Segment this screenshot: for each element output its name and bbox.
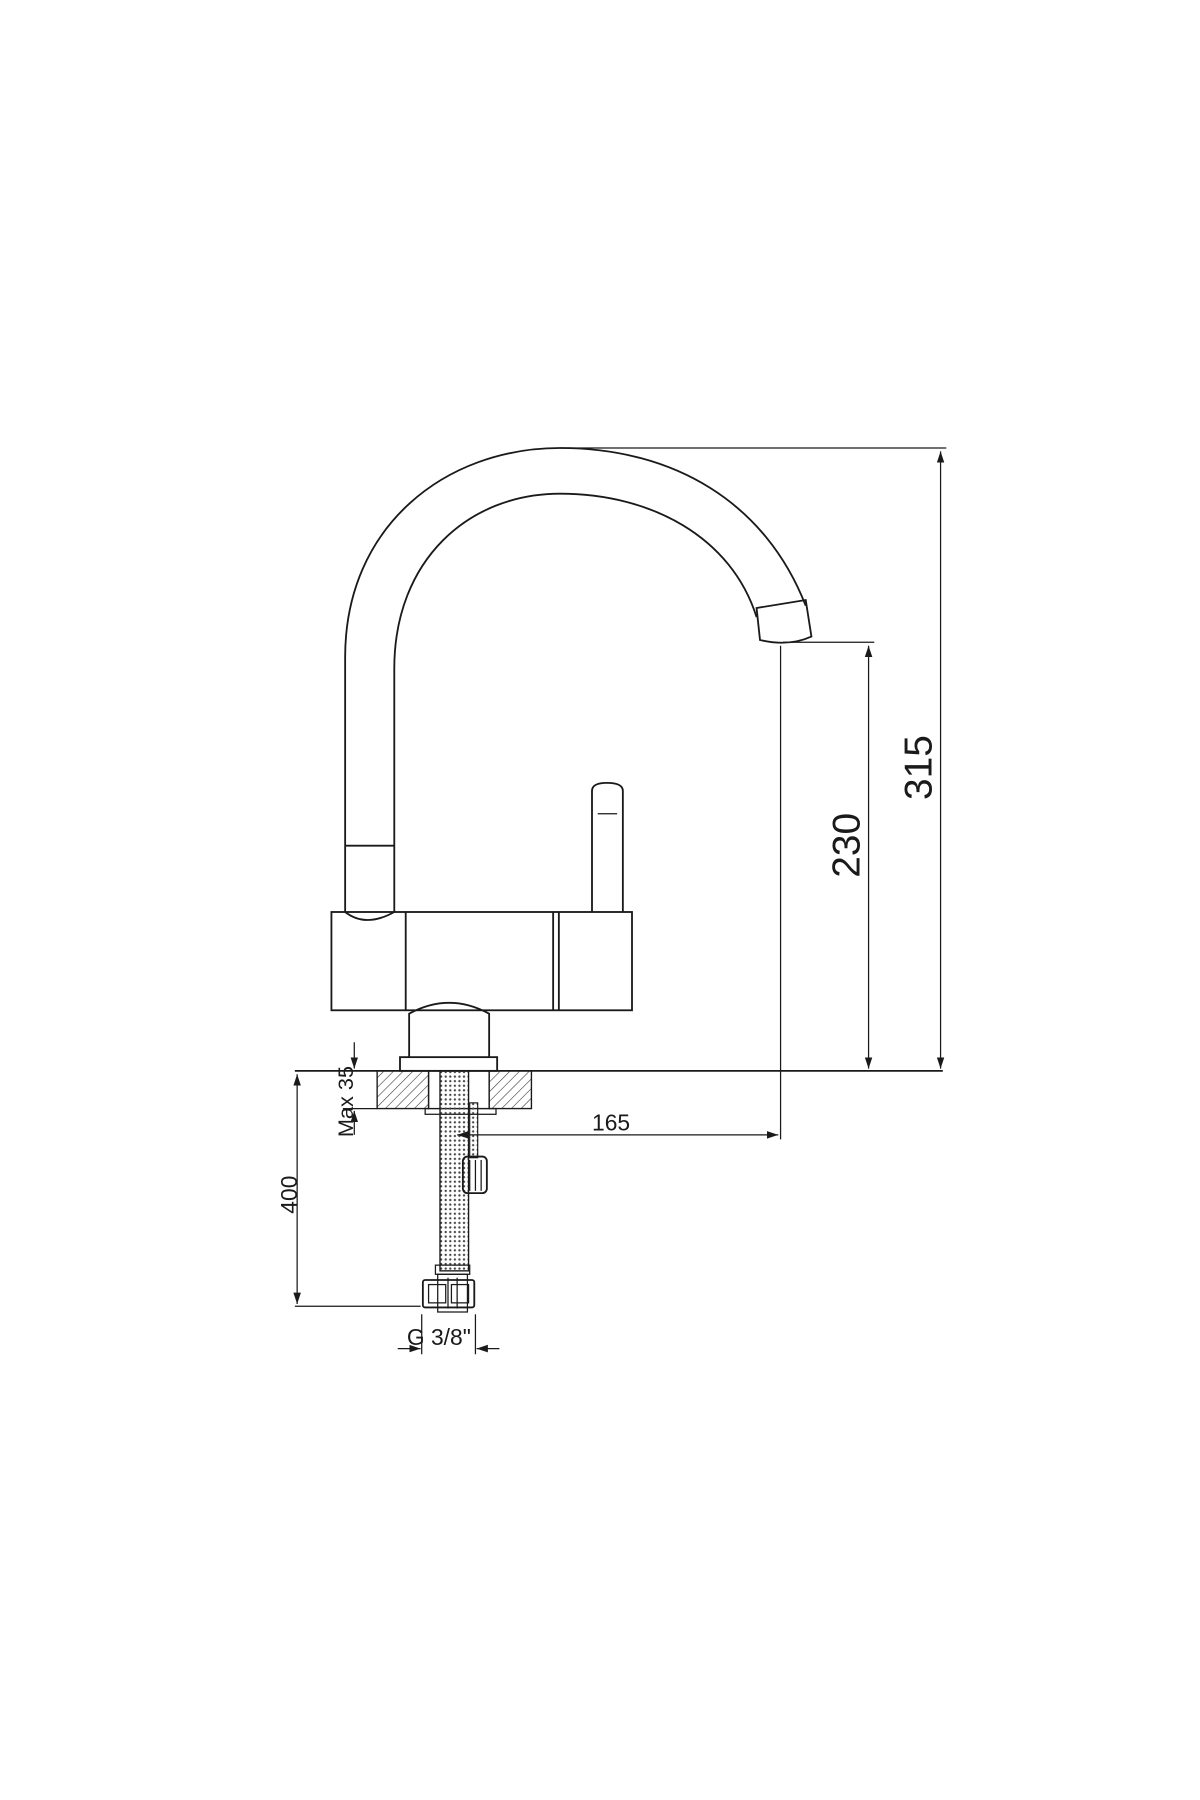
spout <box>344 447 813 912</box>
lever-handle <box>591 781 624 912</box>
fixing-rod <box>461 1102 488 1195</box>
dimension-230-label: 230 <box>825 813 868 878</box>
mixer-body <box>330 911 633 1012</box>
dimension-max35-label: Max 35 <box>333 1066 358 1137</box>
dimension-315-label: 315 <box>897 735 940 800</box>
dimension-total-height: 315 <box>560 447 947 1069</box>
dimension-spout-reach: 165 <box>457 645 782 1140</box>
dimension-spout-height: 230 <box>782 641 875 1069</box>
dimension-max-deck: Max 35 <box>333 1042 378 1137</box>
supply-hose <box>421 1070 476 1313</box>
deck-section <box>376 1070 533 1115</box>
dimension-400-label: 400 <box>276 1176 302 1214</box>
dimension-165-label: 165 <box>592 1109 630 1135</box>
dimension-hose-length: 400 <box>276 1074 421 1307</box>
base-stem <box>399 1001 499 1072</box>
dimension-connection: G 3/8" <box>397 1314 500 1355</box>
dimension-thread-label: G 3/8" <box>407 1324 471 1350</box>
